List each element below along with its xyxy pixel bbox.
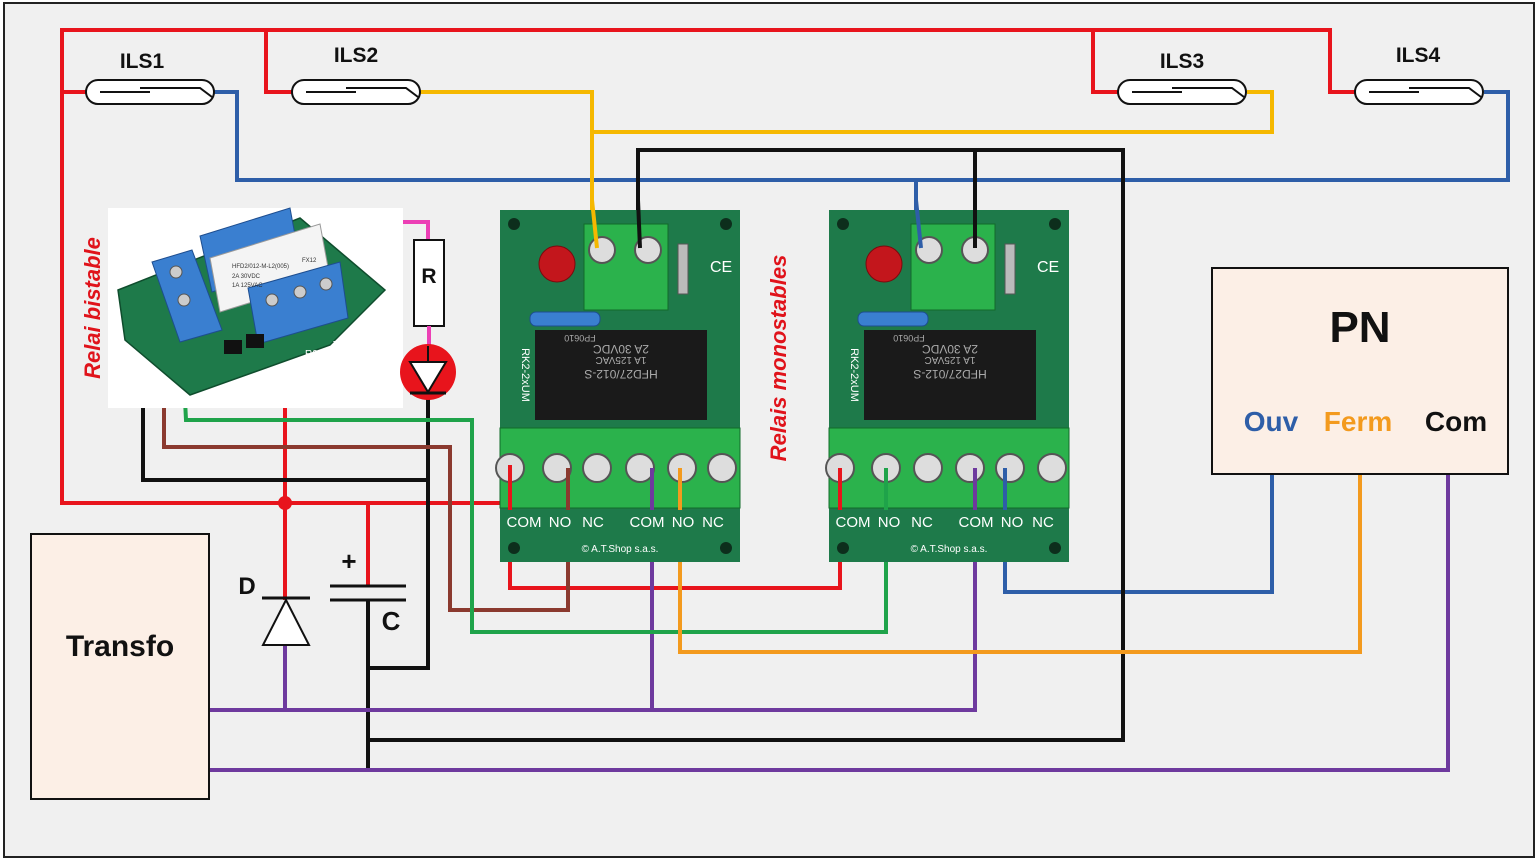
resistor: R — [413, 239, 445, 348]
relay2-relay-body — [864, 330, 1036, 420]
bistable-relay-text-1: HFD2/012-M-L2(005) — [232, 264, 289, 270]
relay2-term-no1: NO — [878, 514, 901, 531]
relay2-term-com1: COM — [836, 514, 871, 531]
relay2-resistor-icon — [857, 311, 929, 327]
resistor-label: R — [421, 265, 436, 288]
capacitor-label: C — [382, 606, 401, 636]
bistable-relay-module: HFD2/012-M-L2(005) 2A 30VDC 1A 125VAC FX… — [108, 207, 403, 408]
relay1-led-icon — [538, 245, 576, 283]
relay1-term-nc1: NC — [582, 514, 604, 531]
relay2-coil-terminal — [910, 223, 996, 311]
relay2-relay-text-4: FP0610 — [893, 333, 925, 343]
pn-ferm-label: Ferm — [1324, 406, 1392, 437]
pn-title: PN — [1329, 303, 1390, 352]
relay2-output-terminal — [828, 427, 1070, 509]
reed-switch-3: ILS3 — [1117, 50, 1247, 105]
wire-purple-com — [208, 470, 1450, 772]
relay1-relay-text-3: 1A 125VAC — [596, 354, 647, 365]
relay-module-1: CE HFD27/012-S 2A 30VDC 1A 125VAC FP0610… — [495, 210, 741, 562]
led — [400, 344, 456, 400]
diode-d: D — [238, 573, 311, 646]
bistable-diode-2 — [246, 334, 264, 348]
relay1-resistor-icon — [529, 311, 601, 327]
pn-box: PN Ouv Ferm Com — [1211, 267, 1509, 475]
wire-overlays — [508, 199, 1007, 510]
relay1-output-terminal — [499, 427, 741, 509]
wire-red-top-bus — [60, 28, 1356, 94]
relay1-diode-icon — [677, 243, 689, 295]
bistable-relay-text-3: 1A 125VAC — [232, 283, 263, 289]
relay1-relay-body — [535, 330, 707, 420]
relay1-term-nc2: NC — [702, 514, 724, 531]
pn-ouv-label: Ouv — [1244, 406, 1299, 437]
relays-mono-label: Relais monostables — [766, 255, 791, 462]
wire-red-main — [60, 92, 510, 505]
relay1-model: RK2-2xUM — [519, 348, 531, 402]
ils2-label: ILS2 — [334, 44, 378, 67]
relay2-model: RK2-2xUM — [848, 348, 860, 402]
relay1-term-com1: COM — [507, 514, 542, 531]
relay1-ce-icon: CE — [710, 259, 732, 276]
wire-black-coils — [368, 148, 1125, 742]
wire-red-ils2 — [264, 30, 292, 94]
relay2-ce-icon: CE — [1037, 259, 1059, 276]
relay1-term-com2: COM — [630, 514, 665, 531]
reed-switch-1: ILS1 — [85, 50, 215, 105]
pn-com-label: Com — [1425, 406, 1487, 437]
relay1-relay-text-4: FP0610 — [564, 333, 596, 343]
relay2-term-nc2: NC — [1032, 514, 1054, 531]
relay1-relay-text-1: HFD27/012-S — [584, 367, 657, 381]
relay2-relay-text-3: 1A 125VAC — [925, 354, 976, 365]
relay-module-2: CE HFD27/012-S 2A 30VDC 1A 125VAC FP0610… — [825, 210, 1070, 562]
capacitor-plus: + — [341, 546, 356, 576]
relay2-maker: © A.T.Shop s.a.s. — [911, 544, 988, 555]
ils3-label: ILS3 — [1160, 50, 1204, 73]
capacitor-c: + C — [330, 546, 406, 636]
ils1-label: ILS1 — [120, 50, 165, 73]
relay2-relay-text-2: 2A 30VDC — [922, 342, 978, 356]
diode-label: D — [238, 573, 255, 600]
relay-bistable-label: Relai bistable — [80, 237, 105, 379]
wire-black-led — [368, 395, 430, 670]
ils4-label: ILS4 — [1396, 44, 1441, 67]
wire-red-ils3 — [1091, 30, 1119, 94]
bistable-relay-text-2: 2A 30VDC — [232, 274, 261, 280]
relay2-led-icon — [865, 245, 903, 283]
transformer-label: Transfo — [66, 630, 174, 663]
junction-dot — [278, 496, 292, 510]
wire-blue-ils — [212, 90, 1510, 182]
reed-switch-4: ILS4 — [1354, 44, 1484, 105]
relay2-term-no2: NO — [1001, 514, 1024, 531]
relay1-relay-text-2: 2A 30VDC — [593, 342, 649, 356]
relay1-maker: © A.T.Shop s.a.s. — [582, 544, 659, 555]
relay1-term-no2: NO — [672, 514, 695, 531]
reed-switch-2: ILS2 — [291, 44, 421, 105]
bistable-diode-1 — [224, 340, 242, 354]
relay2-term-nc1: NC — [911, 514, 933, 531]
relay2-relay-text-1: HFD27/012-S — [913, 367, 986, 381]
transformer: Transfo — [30, 533, 210, 800]
relay2-term-com2: COM — [959, 514, 994, 531]
bistable-pin-t2: T2 — [333, 340, 345, 351]
bistable-relay-text-4: FX12 — [302, 258, 317, 264]
relay1-term-no1: NO — [549, 514, 572, 531]
relay2-diode-icon — [1004, 243, 1016, 295]
wire-yellow-ils — [419, 90, 1274, 134]
bistable-pin-r2: R2 — [305, 349, 318, 360]
